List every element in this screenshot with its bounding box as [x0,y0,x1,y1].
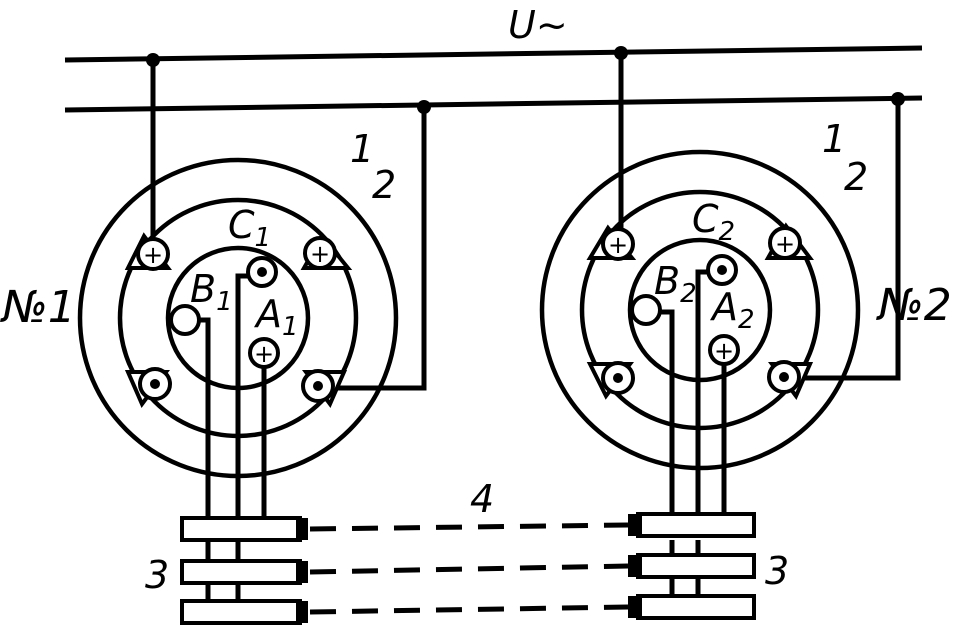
brush-contact [296,561,308,583]
terminal-plus-right: + [764,222,814,260]
rotor-lead [199,317,211,520]
terminal-dot-right [301,369,348,408]
supply-line-bottom [64,95,923,113]
plus-icon: + [310,240,330,268]
rotor-terminal-c [706,254,738,286]
plus-icon: + [254,340,274,368]
winding-label-bottom: 2 [372,163,396,207]
link-line [309,604,629,615]
winding-label-bottom: 2 [844,155,868,199]
brush-contact [296,601,308,623]
brush-link: 4 [309,477,629,615]
dot-icon [613,373,623,383]
brush-contact [628,514,642,536]
slip-ring [636,553,756,579]
dot-icon [150,379,160,389]
machine-label: №1 [0,282,76,333]
machine-no1: + + + [0,60,427,625]
supply-line-top [64,45,923,63]
machine-label: №2 [875,280,952,331]
slip-ring [180,516,302,542]
slip-ring [636,512,756,538]
terminal-dot-left [124,367,172,408]
dot-icon [257,267,267,277]
supply-lines: U~ [64,3,923,114]
rotor-lead [695,269,708,520]
link-line [309,563,629,575]
rotor-terminal-a: + [248,337,280,369]
plus-icon: + [714,337,734,365]
terminal-dot-left [586,361,635,400]
link-line [309,522,629,532]
terminal-plus-left: + [586,224,637,261]
rotor-lead [660,309,675,520]
terminal-a-label: A1 [253,292,299,342]
slip-ring-brushes [628,512,756,620]
lead-wire [800,99,901,381]
supply-voltage-label: U~ [508,3,568,47]
lead-wire [318,107,427,391]
terminal-c-label: C1 [228,203,271,253]
brush-contact [628,596,642,618]
plus-icon: + [608,231,628,259]
terminal-b-label: B1 [190,267,233,317]
brush-label: 3 [765,549,789,593]
dot-icon [779,372,789,382]
terminal-b-label: B2 [654,259,697,309]
winding-label-top: 1 [350,127,374,171]
machine-no2: + + + [539,53,952,620]
plus-icon: + [143,241,163,269]
slip-ring [180,559,302,585]
brush-label: 3 [145,553,169,597]
winding-label-top: 1 [822,117,846,161]
terminal-a-label: A2 [709,285,755,335]
terminal-plus-left: + [124,232,172,271]
brush-contact [296,518,308,540]
terminal-c-label: C2 [692,197,735,247]
brush-contact [628,555,642,577]
dot-icon [313,381,323,391]
plus-icon: + [775,230,795,258]
rotor-lead [235,273,248,520]
terminal-plus-right: + [300,232,353,270]
link-label: 4 [470,477,494,521]
dot-icon [717,265,727,275]
slip-ring [636,594,756,620]
slip-ring [180,599,302,625]
slip-ring-brushes [180,516,308,625]
rotor-terminal-a: + [708,334,740,366]
rotor-terminal-c [246,256,278,288]
terminal-dot-right [767,360,814,400]
